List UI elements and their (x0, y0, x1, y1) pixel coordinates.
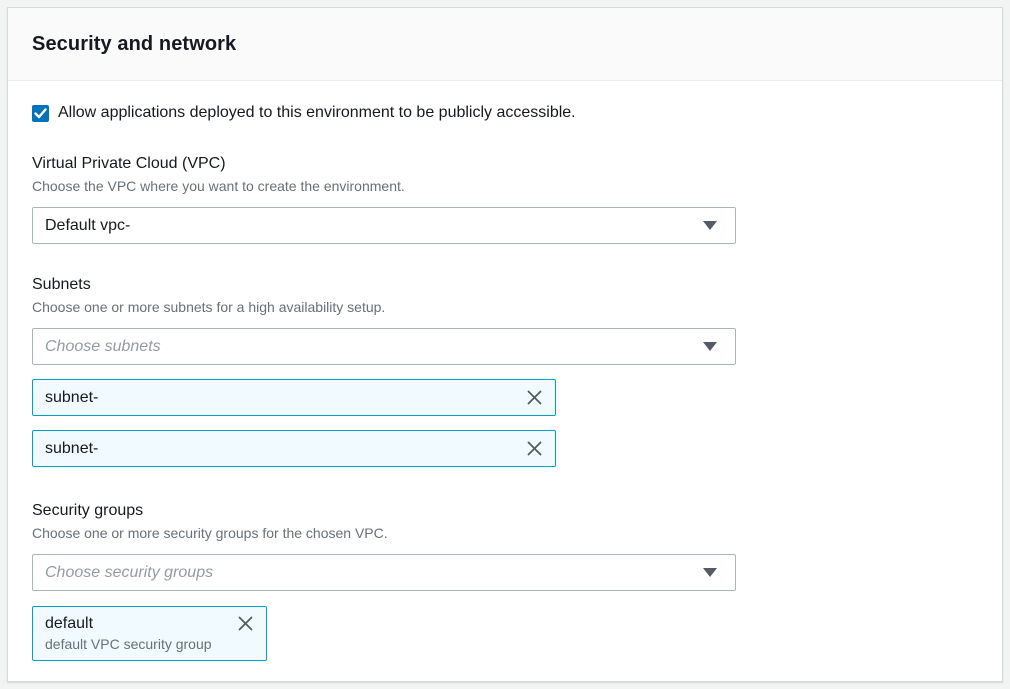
subnet-token-label: subnet- (45, 440, 98, 458)
caret-down-icon (703, 342, 717, 351)
subnet-token: subnet- (32, 430, 556, 467)
security-groups-label: Security groups (32, 501, 978, 521)
vpc-selected-value: Default vpc- (45, 217, 703, 235)
security-group-token: default default VPC security group (32, 606, 267, 661)
close-icon[interactable] (235, 613, 256, 634)
subnets-input[interactable] (45, 338, 703, 356)
checkmark-icon (34, 108, 47, 119)
subnets-select[interactable] (32, 328, 736, 365)
vpc-label: Virtual Private Cloud (VPC) (32, 154, 978, 174)
public-access-row: Allow applications deployed to this envi… (32, 104, 978, 122)
vpc-field: Virtual Private Cloud (VPC) Choose the V… (32, 154, 978, 244)
security-groups-description: Choose one or more security groups for t… (32, 524, 978, 542)
subnets-label: Subnets (32, 275, 978, 295)
subnet-token-label: subnet- (45, 389, 98, 407)
security-groups-field: Security groups Choose one or more secur… (32, 501, 978, 661)
public-access-label: Allow applications deployed to this envi… (58, 104, 576, 122)
caret-down-icon (703, 568, 717, 577)
public-access-checkbox[interactable] (32, 105, 49, 122)
close-icon[interactable] (524, 387, 545, 408)
security-group-token-description: default VPC security group (45, 636, 256, 652)
subnet-token: subnet- (32, 379, 556, 416)
vpc-description: Choose the VPC where you want to create … (32, 177, 978, 195)
caret-down-icon (703, 221, 717, 230)
security-and-network-panel: Security and network Allow applications … (7, 7, 1003, 682)
security-groups-select[interactable] (32, 554, 736, 591)
panel-title: Security and network (32, 33, 236, 56)
security-groups-input[interactable] (45, 564, 703, 582)
subnets-token-list: subnet- subnet- (32, 379, 978, 467)
close-icon[interactable] (524, 438, 545, 459)
vpc-select[interactable]: Default vpc- (32, 207, 736, 244)
security-group-token-label: default (45, 615, 93, 633)
panel-header: Security and network (8, 8, 1002, 81)
subnets-field: Subnets Choose one or more subnets for a… (32, 275, 978, 467)
panel-body: Allow applications deployed to this envi… (8, 81, 1002, 685)
subnets-description: Choose one or more subnets for a high av… (32, 298, 978, 316)
